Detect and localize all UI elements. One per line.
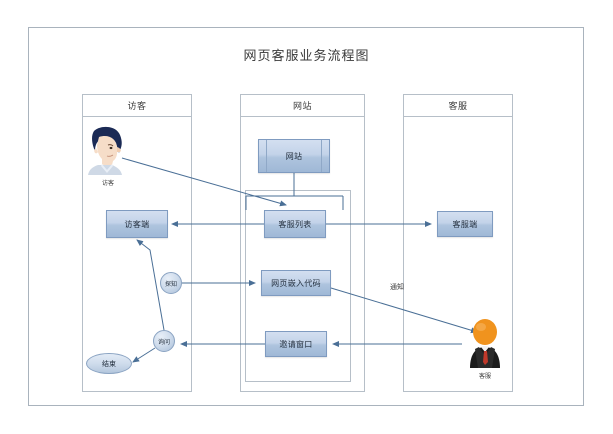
node-embed-code[interactable]: 网页嵌入代码 [261, 270, 331, 296]
page-title: 网页客服业务流程图 [243, 49, 370, 64]
lane-service: 客服 [403, 94, 513, 392]
node-website[interactable]: 网站 [258, 139, 330, 173]
visitor-avatar [88, 126, 122, 175]
edge-label-notify: 通知 [390, 283, 404, 291]
node-end-label: 结束 [102, 359, 116, 368]
node-service-list[interactable]: 客服列表 [264, 210, 326, 238]
node-invite-window-label: 邀请窗口 [279, 339, 313, 349]
node-visitor-client-label: 访客端 [124, 219, 150, 229]
agent-avatar [470, 319, 500, 368]
lane-header-website: 网站 [241, 95, 364, 117]
node-invite-window[interactable]: 邀请窗口 [265, 331, 327, 357]
node-detect[interactable]: 探知 [160, 272, 182, 294]
node-visitor-client[interactable]: 访客端 [106, 210, 168, 238]
node-end[interactable]: 结束 [86, 353, 132, 374]
node-service-client[interactable]: 客服端 [437, 211, 493, 237]
node-embed-code-label: 网页嵌入代码 [271, 278, 321, 288]
node-website-label: 网站 [285, 151, 303, 161]
lane-header-visitor: 访客 [83, 95, 191, 117]
node-ask-label: 询问 [157, 338, 170, 346]
visitor-actor-label: 访客 [101, 180, 114, 187]
node-service-list-label: 客服列表 [278, 219, 312, 229]
node-service-client-label: 客服端 [452, 219, 478, 229]
lane-header-service: 客服 [404, 95, 512, 117]
website-group-box [245, 190, 351, 382]
agent-actor-label: 客服 [478, 373, 491, 380]
node-detect-label: 探知 [164, 280, 177, 288]
node-ask[interactable]: 询问 [153, 330, 175, 352]
